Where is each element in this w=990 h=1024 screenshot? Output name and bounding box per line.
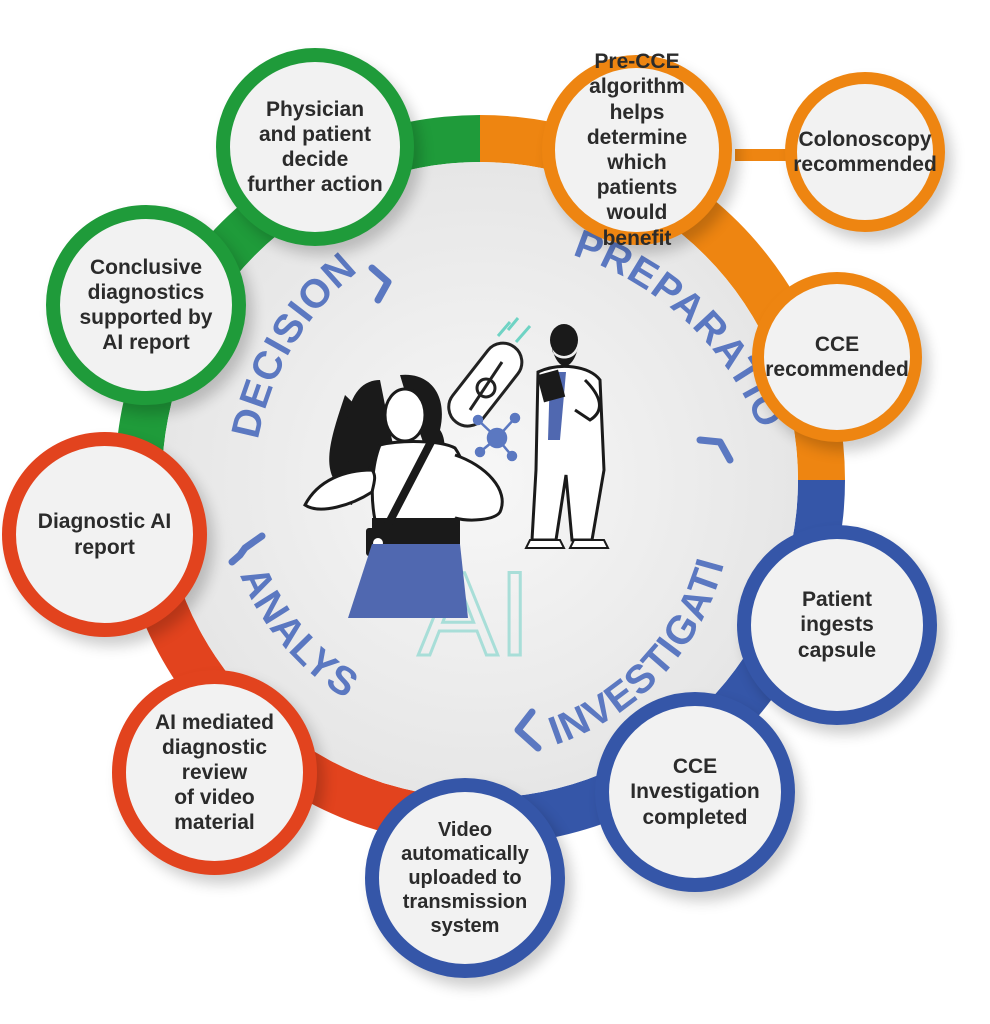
step-ai-report-line-1: Diagnostic AI <box>37 510 172 534</box>
chevron-investigation-icon <box>514 708 542 752</box>
step-pre-cce-line-2: algorithm helps <box>589 75 685 124</box>
step-colonoscopy-recommended: Colonoscopy recommended <box>785 72 945 232</box>
step-cce-completed-line-3: completed <box>642 805 748 829</box>
step-cce-completed-line-2: Investigation <box>630 780 760 804</box>
step-patient-ingests-capsule: Patient ingests capsule <box>737 525 937 725</box>
step-ai-mediated-review: AI mediated diagnostic review of video m… <box>112 670 317 875</box>
step-video-line-3: uploaded to <box>408 867 522 889</box>
step-cce-investigation-completed: CCE Investigation completed <box>595 692 795 892</box>
step-conclusive-line-3: supported by <box>79 306 213 329</box>
step-pre-cce-line-4: patients would <box>596 176 678 225</box>
network-node-icon <box>472 412 521 462</box>
capsule-illustration <box>447 317 532 428</box>
chevron-analysis-icon <box>228 532 266 566</box>
step-cce-recommended-line-1: CCE <box>814 332 860 356</box>
step-conclusive-line-4: AI report <box>102 331 190 355</box>
step-video-uploaded: Video automatically uploaded to transmis… <box>365 778 565 978</box>
step-colonoscopy-line-2: recommended <box>793 153 937 176</box>
step-ai-review-line-3: of video material <box>174 786 255 835</box>
step-pre-cce-line-1: Pre-CCE <box>594 50 680 74</box>
step-conclusive-line-1: Conclusive <box>89 255 203 279</box>
step-diagnostic-ai-report: Diagnostic AI report <box>2 432 207 637</box>
step-ai-report-line-2: report <box>74 535 135 559</box>
step-conclusive-diagnostics: Conclusive diagnostics supported by AI r… <box>46 205 246 405</box>
chevron-decisions-icon <box>368 264 392 304</box>
patient-illustration <box>303 374 504 618</box>
step-ai-review-line-1: AI mediated <box>154 710 275 734</box>
step-physician-patient-decide: Physician and patient decide further act… <box>216 48 414 246</box>
step-video-line-5: system <box>430 915 500 937</box>
step-video-line-1: Video <box>437 819 493 841</box>
step-ingests-line-2: capsule <box>797 638 877 662</box>
step-physician-line-2: and patient decide <box>258 122 371 171</box>
step-pre-cce-line-5: benefit <box>602 226 672 250</box>
step-colonoscopy-line-1: Colonoscopy <box>798 127 932 151</box>
step-video-line-2: automatically <box>401 843 529 865</box>
step-cce-recommended: CCE recommended <box>752 272 922 442</box>
step-cce-completed-line-1: CCE <box>672 755 718 779</box>
step-physician-line-1: Physician <box>265 97 365 121</box>
step-pre-cce: Pre-CCE algorithm helps determine which … <box>542 50 732 250</box>
doctor-illustration <box>524 324 610 549</box>
step-physician-line-3: further action <box>247 173 383 197</box>
step-video-line-4: transmission <box>402 891 528 913</box>
step-ingests-line-1: Patient ingests <box>800 588 874 637</box>
chevron-preparation-icon <box>696 436 734 464</box>
step-pre-cce-line-3: determine which <box>586 125 688 174</box>
step-cce-recommended-line-2: recommended <box>765 358 909 381</box>
step-conclusive-line-2: diagnostics <box>87 280 205 304</box>
step-ai-review-line-2: diagnostic review <box>161 735 267 784</box>
